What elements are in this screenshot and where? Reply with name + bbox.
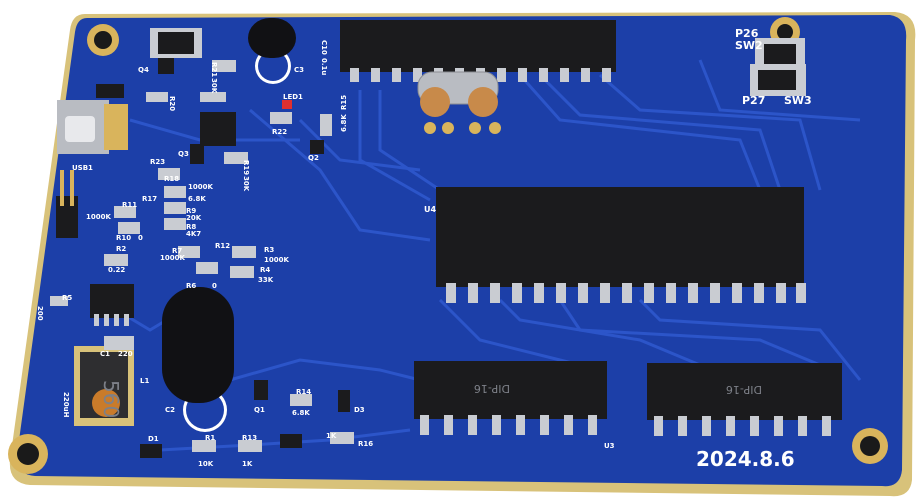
led	[282, 100, 292, 109]
sw-bot-label: P27	[742, 94, 765, 107]
r2-value: 0.22	[108, 266, 125, 274]
usb-c-connector	[57, 100, 128, 154]
r5-label: R12	[215, 242, 230, 250]
dip16-right	[647, 363, 842, 436]
crystal	[417, 71, 501, 134]
r22-label: R22	[272, 128, 287, 136]
inductor	[74, 346, 134, 426]
d3-label: D3	[354, 406, 365, 414]
c10-value: 0.1u	[320, 58, 328, 75]
silkscreen-labels: LED1 R22 Q2 Q3 Q4 Q1 D1 D3 R1 10K R2 0.2…	[36, 40, 373, 468]
r3-label: R3	[264, 246, 274, 254]
r200-value: 200	[36, 306, 44, 321]
q1-label: Q1	[254, 406, 265, 414]
d1-label: D1	[148, 435, 159, 443]
r16-value: 1K	[326, 432, 337, 440]
board-date: 2024.8.6	[696, 447, 795, 471]
sw-top-label: P26	[735, 27, 759, 40]
r21-value: 30K	[210, 78, 218, 94]
r13-value: 1K	[242, 460, 253, 468]
c10-label: C10	[320, 40, 328, 55]
header-pin	[56, 170, 78, 238]
sw-bot-ref: SW3	[784, 94, 812, 107]
r14-label: R14	[296, 388, 311, 396]
r7-label: R7	[172, 247, 182, 255]
r15-label: R15	[340, 95, 348, 110]
r4-label: R4	[260, 266, 270, 274]
r20-label: R20	[168, 96, 176, 111]
r15-value: 6.8K	[340, 114, 348, 132]
r11-value: 1000K	[86, 213, 111, 221]
r14-value: 6.8K	[292, 409, 310, 417]
r13-label: R13	[242, 434, 257, 442]
r19-value: 30K	[242, 176, 250, 192]
r3-side-label: R5	[62, 294, 72, 302]
smd-transistors	[96, 58, 350, 458]
soic-top	[200, 112, 236, 146]
r1-value: 10K	[198, 460, 214, 468]
c1-label: C1	[100, 350, 110, 358]
r6-value: 0	[212, 282, 217, 290]
dip16-left-text: DIP-16	[474, 382, 510, 395]
c3-label: C3	[294, 66, 304, 74]
r2-label: R2	[116, 245, 126, 253]
soic-left	[90, 284, 134, 326]
q3-label: Q3	[178, 150, 189, 158]
sw-top-ref: SW2	[735, 39, 763, 52]
r10-label: R10	[116, 234, 131, 242]
r9-value: 20K	[186, 214, 202, 222]
r21-label: R21	[210, 62, 218, 77]
r1-label: R1	[205, 434, 215, 442]
electrolytic-cap-top	[248, 18, 296, 84]
dip16-left	[414, 361, 607, 435]
u4-ic	[436, 187, 806, 303]
r8-value: 4K7	[186, 230, 201, 238]
r19-label: R19	[242, 160, 250, 175]
r18-label: R18	[164, 175, 179, 183]
usb-label: USB1	[72, 164, 93, 172]
u3-label: U3	[604, 442, 615, 450]
r9-label: R9	[186, 207, 196, 215]
r16-label: R16	[358, 440, 373, 448]
r18-value: 1000K	[188, 183, 213, 191]
q4-label: Q4	[138, 66, 149, 74]
led-label: LED1	[283, 93, 303, 101]
r17-value: 6.8K	[188, 195, 206, 203]
c2-label: C2	[165, 406, 175, 414]
smd-resistors	[50, 60, 354, 452]
inductor-rating: 220uH	[62, 392, 70, 418]
mounting-holes	[8, 17, 888, 474]
r11-label: R11	[122, 201, 137, 209]
r8-label: R8	[186, 223, 196, 231]
r3-value: 1000K	[264, 256, 289, 264]
switch-bottom	[750, 64, 806, 96]
r23-label: R23	[150, 158, 165, 166]
r4-value: 33K	[258, 276, 274, 284]
r7-value: 1000K	[160, 254, 185, 262]
inductor-value: 560	[99, 380, 123, 418]
u4-label: U4	[424, 205, 436, 214]
dip16-right-text: DIP-16	[726, 383, 762, 396]
electrolytic-cap-c2	[162, 287, 234, 432]
r17-label: R17	[142, 195, 157, 203]
r10-value: 0	[138, 234, 143, 242]
tact-switch-top	[150, 28, 202, 58]
inductor-label: L1	[140, 377, 149, 385]
r6-label: R6	[186, 282, 196, 290]
c1-value: 220	[118, 350, 133, 358]
q2-label: Q2	[308, 154, 319, 162]
